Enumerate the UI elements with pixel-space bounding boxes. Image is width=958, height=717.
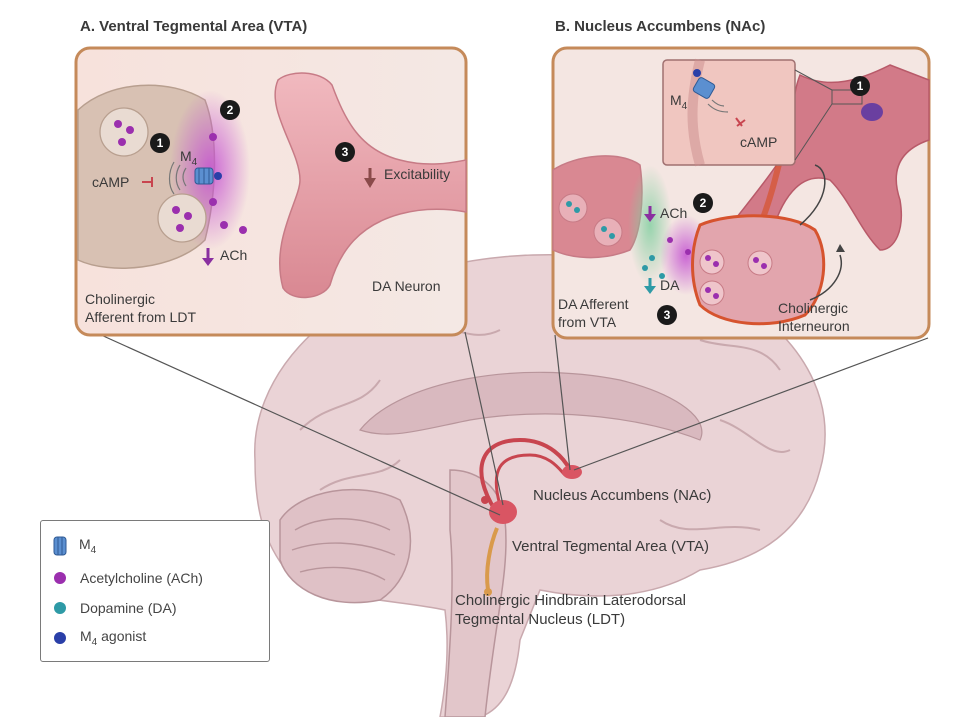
da-dot-icon: [54, 602, 66, 614]
panel-a-marker-2: 2: [220, 100, 240, 120]
legend-item-m4: M4: [53, 535, 96, 557]
nac-region: [562, 465, 582, 479]
panel-a-marker-3: 3: [335, 142, 355, 162]
legend-label-m4-agonist: M4 agonist: [80, 628, 147, 648]
brain-stem: [444, 469, 507, 717]
panel-b-interneuron-label-1: Cholinergic: [778, 300, 849, 316]
legend-item-m4-agonist: M4 agonist: [53, 627, 146, 649]
panel-a-excitability-label: Excitability: [384, 166, 451, 182]
panel-a: [74, 46, 468, 337]
panel-a-afferent-label-2: Afferent from LDT: [85, 309, 197, 325]
m4-receptor-a: [194, 167, 222, 185]
panel-b-title: B. Nucleus Accumbens (NAc): [555, 18, 766, 35]
panel-a-ach-label: ACh: [220, 247, 248, 263]
panel-a-title: A. Ventral Tegmental Area (VTA): [80, 18, 308, 35]
panel-b-da-label: DA: [660, 277, 680, 293]
legend-label-m4: M4: [79, 536, 97, 556]
brain-corpus-callosum: [358, 371, 703, 441]
panel-a-da-neuron-label: DA Neuron: [372, 278, 441, 294]
legend-label-ach: Acetylcholine (ACh): [80, 570, 203, 586]
vta-region: [489, 500, 517, 524]
brain-nac-label: Nucleus Accumbens (NAc): [533, 487, 712, 504]
brain-illustration: [254, 253, 826, 717]
panel-b-marker-2: 2: [693, 193, 713, 213]
ach-dot-icon: [54, 572, 66, 584]
panel-b-afferent-label-1: DA Afferent: [558, 296, 629, 312]
panel-b-interneuron-label-2: Interneuron: [778, 318, 850, 334]
connector-lines: [89, 329, 929, 516]
legend-item-da: Dopamine (DA): [53, 597, 176, 619]
legend: M4 Acetylcholine (ACh) Dopamine (DA) M4 …: [40, 520, 270, 662]
panel-a-marker-1: 1: [150, 133, 170, 153]
panel-a-camp-label: cAMP: [92, 174, 130, 190]
panel-a-afferent-label-1: Cholinergic: [85, 291, 156, 307]
panel-b-afferent-label-2: from VTA: [558, 314, 617, 330]
brain-ldt-label-1: Cholinergic Hindbrain Laterodorsal: [455, 592, 686, 609]
ldt-pathway: [485, 527, 499, 591]
panel-b-ach-label: ACh: [660, 205, 688, 221]
brain-ldt-label-2: Tegmental Nucleus (LDT): [455, 611, 626, 628]
m4-receptor-icon: [53, 536, 67, 556]
m4-receptor-b: [692, 69, 716, 99]
brain-cerebellum: [279, 488, 412, 604]
panel-b-m4-label: M4: [670, 92, 688, 112]
brain-vta-label: Ventral Tegmental Area (VTA): [512, 538, 710, 555]
brain-cortex: [254, 253, 826, 717]
m4-agonist-dot-icon: [54, 632, 66, 644]
panel-a-m4-label: M4: [180, 148, 198, 168]
panel-b-marker-1: 1: [850, 76, 870, 96]
panel-b: [551, 46, 931, 340]
panel-b-camp-label: cAMP: [740, 134, 778, 150]
mesolimbic-pathway: [479, 437, 572, 512]
legend-label-da: Dopamine (DA): [80, 600, 177, 616]
legend-item-ach: Acetylcholine (ACh): [53, 567, 203, 589]
panel-b-marker-3: 3: [657, 305, 677, 325]
